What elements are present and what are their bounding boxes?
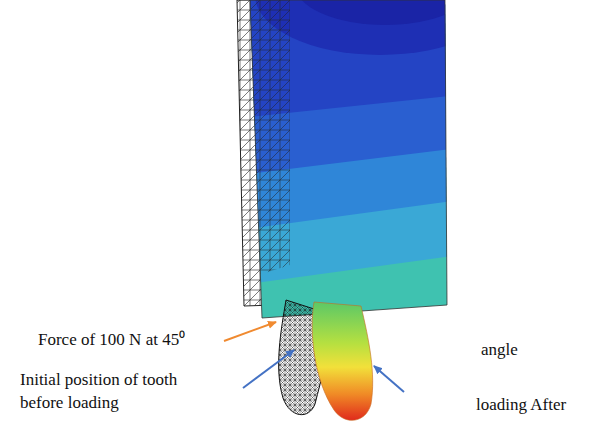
angle-label: angle [481,338,518,361]
displaced-tooth [312,302,372,420]
leader-arrow [374,366,404,392]
initial-position-label: Initial position of tooth before loading [20,368,220,414]
leader-arrow [243,350,294,388]
after-loading-label: loading After [476,393,566,416]
displaced-block [240,0,505,330]
force-arrow [224,322,276,341]
force-label: Force of 100 N at 45⁰ [38,328,185,351]
